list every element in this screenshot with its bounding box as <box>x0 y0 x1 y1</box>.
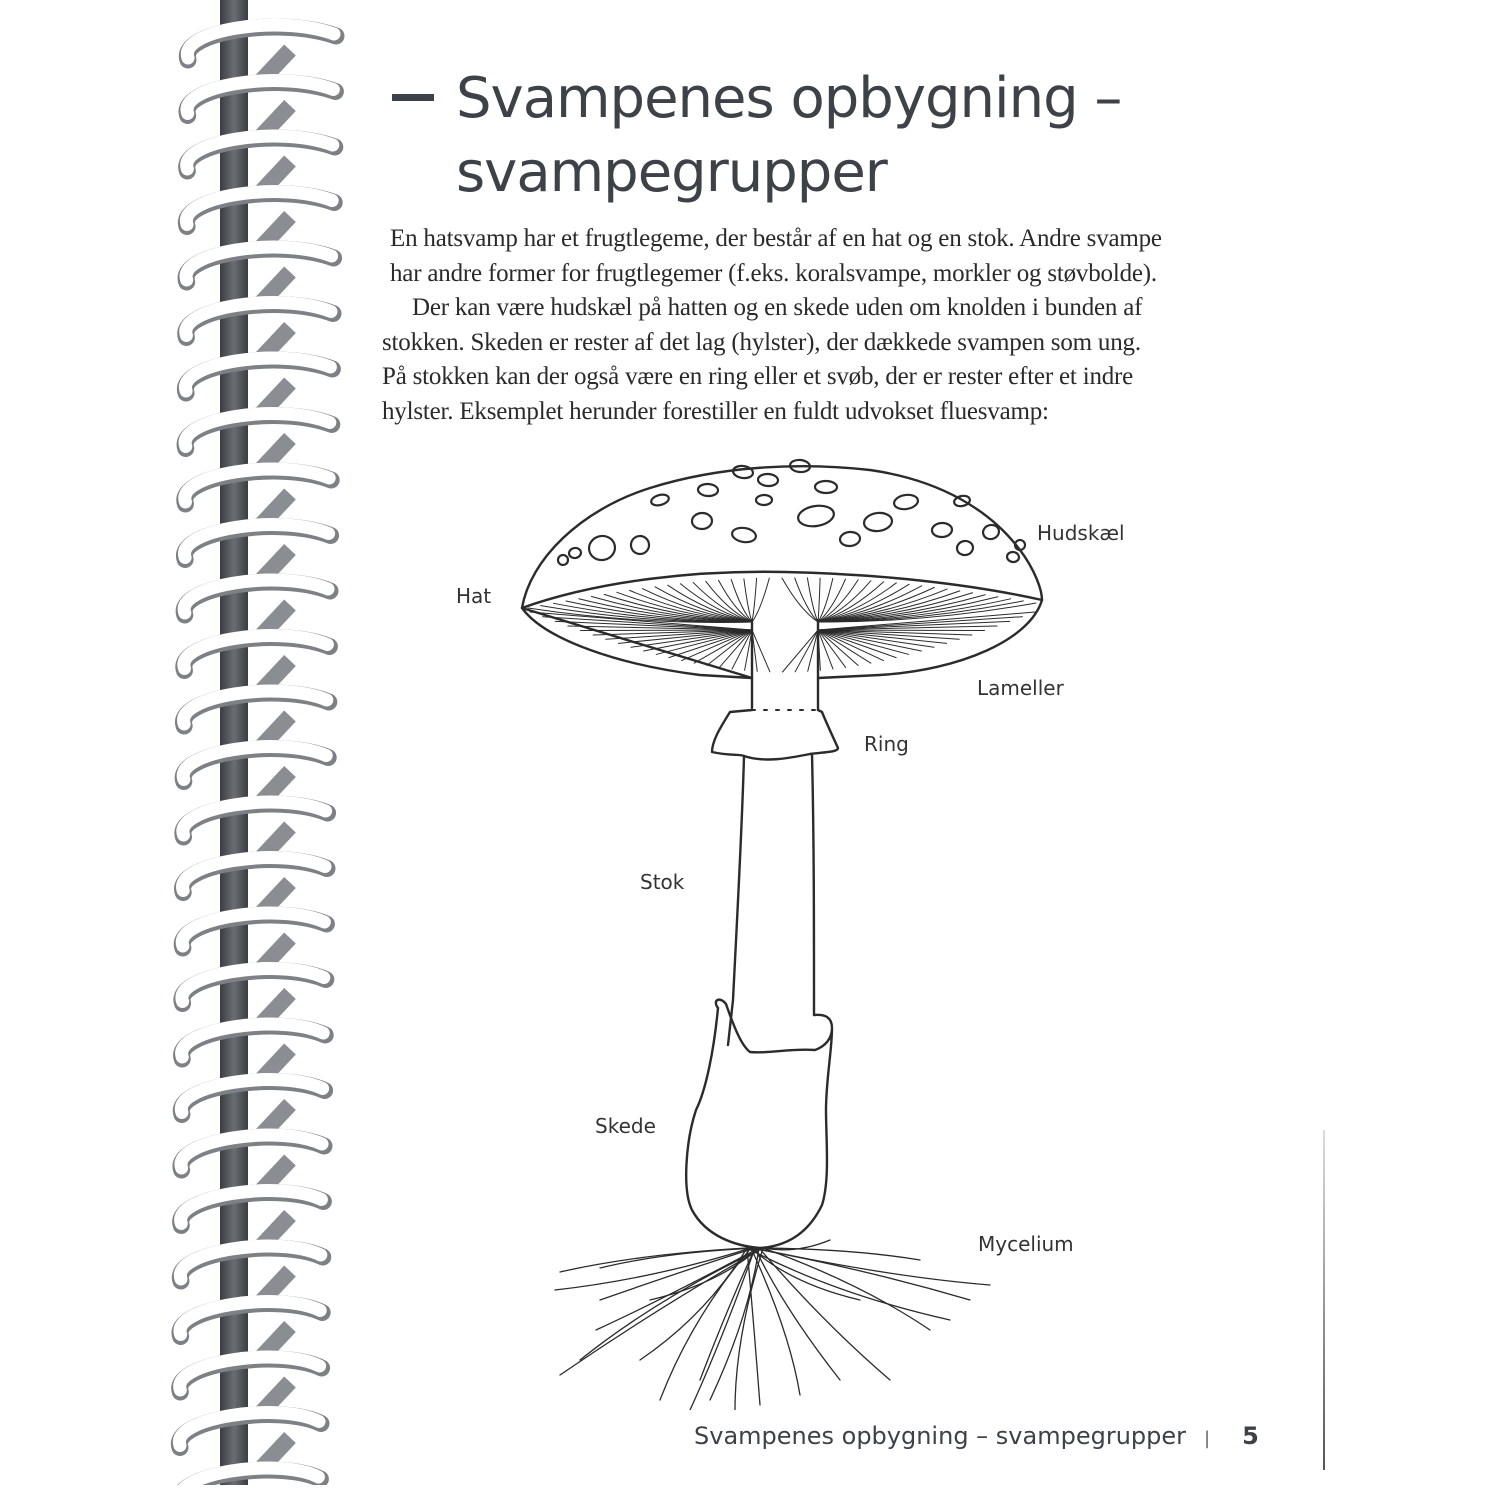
page-number: 5 <box>1242 1422 1259 1450</box>
label-hat: Hat <box>456 584 492 608</box>
paragraph-line: På stokken kan der også være en ring ell… <box>382 363 1134 390</box>
label-stok: Stok <box>640 870 685 894</box>
body-text: En hatsvamp har et frugtlegeme, der best… <box>382 222 1252 429</box>
paragraph-line: har andre former for frugtlegemer (f.eks… <box>390 259 1157 287</box>
spiral-binding-illustration <box>171 0 345 1490</box>
label-skede: Skede <box>595 1114 656 1138</box>
title-line-1: Svampenes opbygning – <box>456 66 1122 131</box>
paragraph-line: hylster. Eksemplet herunder forestiller … <box>382 397 1049 425</box>
gill-underside <box>520 570 1044 680</box>
running-title: Svampenes opbygning – svampegrupper <box>694 1422 1187 1450</box>
paragraph-line: Der kan være hudskæl på hatten og en ske… <box>412 294 1143 321</box>
spiral-binding <box>140 0 370 1490</box>
paragraph-line: stokken. Skeden er rester af det lag (hy… <box>382 328 1141 356</box>
title-line-2: svampegrupper <box>456 140 888 205</box>
label-hudskael: Hudskæl <box>1037 521 1125 545</box>
mushroom-diagram: Hudskæl Hat Lameller Ring Stok Skede Myc… <box>456 450 1125 1415</box>
page-title: Svampenes opbygning – svampegrupper <box>392 62 1122 210</box>
label-ring: Ring <box>864 732 909 756</box>
label-lameller: Lameller <box>977 676 1064 700</box>
title-dash <box>392 94 434 102</box>
page-edge <box>1323 1130 1325 1470</box>
footer-separator: | <box>1204 1428 1211 1449</box>
page-footer: Svampenes opbygning – svampegrupper | 5 <box>694 1422 1259 1450</box>
paragraph-line: En hatsvamp har et frugtlegeme, der best… <box>390 225 1162 252</box>
ring-shape <box>710 708 840 761</box>
fly-agaric-illustration <box>520 458 1044 1411</box>
volva-shape <box>685 998 834 1250</box>
label-mycelium: Mycelium <box>978 1232 1074 1256</box>
